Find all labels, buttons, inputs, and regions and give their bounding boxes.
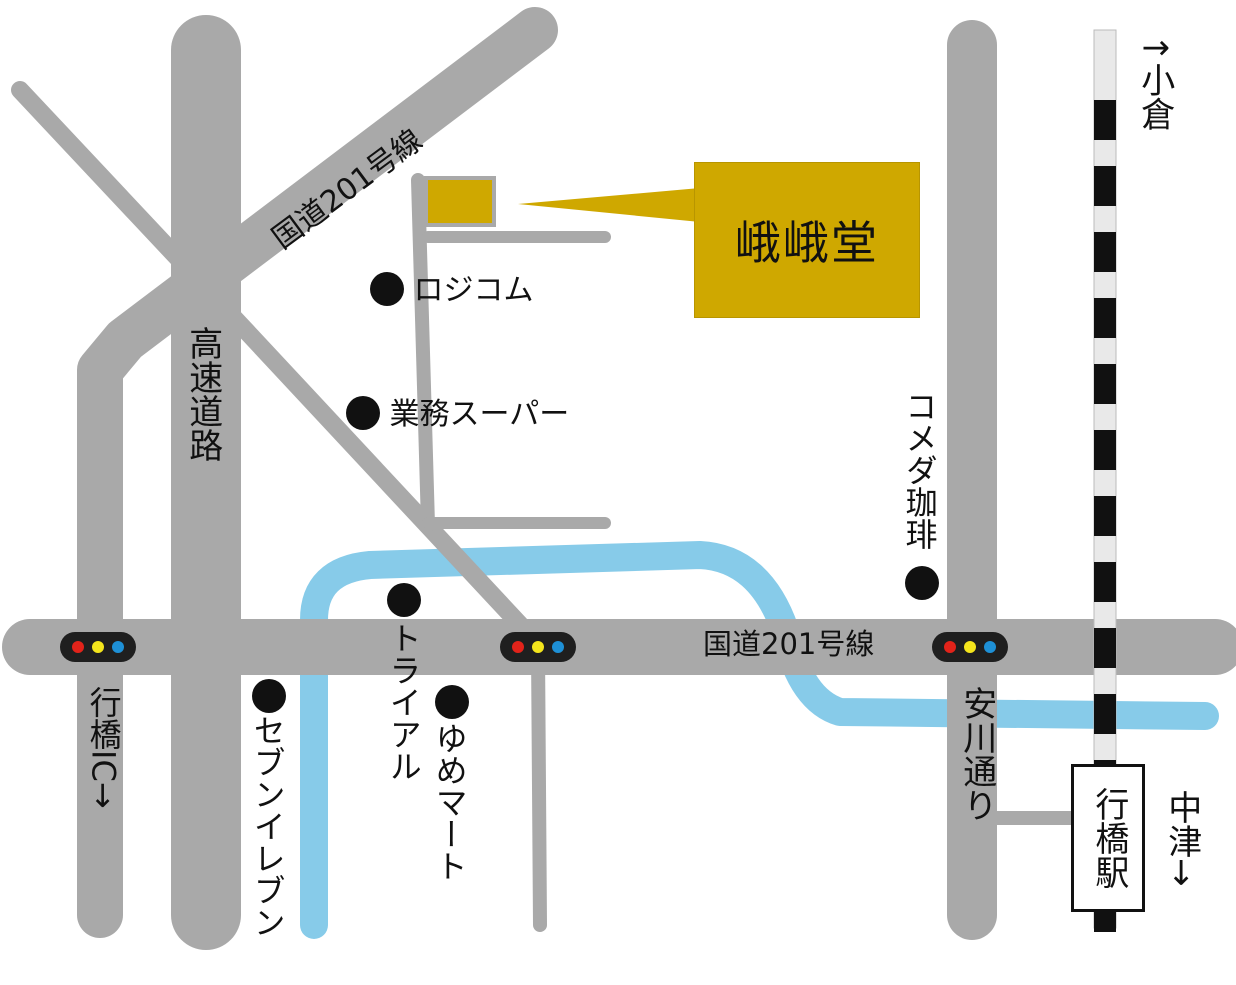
yumemart-label: ゆめマート [430, 722, 469, 882]
destination-name: 峨峨堂 [735, 216, 879, 270]
rail-tie [1094, 496, 1116, 536]
diagonal-road-left [11, 81, 534, 639]
rail-tie [1094, 166, 1116, 206]
yukuhashi-ic-label: 行橋IC→ [84, 686, 123, 809]
expressway-label: 高速道路 [182, 326, 223, 462]
traffic-signal-west [60, 632, 136, 662]
callout-pointer [518, 188, 700, 222]
logicom-label: ロジコム [413, 273, 534, 308]
kokura-direction-label: ↑小倉 [1134, 34, 1175, 131]
destination-callout: 峨峨堂 [694, 162, 920, 318]
trial-dot-icon [387, 583, 421, 617]
rail-tie [1094, 232, 1116, 272]
komeda-label: コメダ珈琲 [900, 390, 939, 550]
yasukawa-label: 安川通り [956, 686, 997, 822]
rail-tie [1094, 562, 1116, 602]
rail-tie [1094, 694, 1116, 734]
yumemart-dot-icon [435, 685, 469, 719]
station-box: 行橋駅 [1071, 764, 1145, 912]
rail-tie [1094, 100, 1116, 140]
rail-tie [1094, 628, 1116, 668]
logicom-landmark: ロジコム [370, 272, 534, 306]
rail-tie [1094, 364, 1116, 404]
gyomu-super-landmark: 業務スーパー [346, 396, 569, 430]
shop-dot-icon [370, 272, 404, 306]
roads [2, 7, 1236, 950]
trial-label: トライアル [384, 622, 423, 782]
seven-eleven-label: セブンイレブン [248, 714, 287, 938]
minor-road-south [531, 643, 547, 932]
traffic-signal-east [932, 632, 1008, 662]
nakatsu-direction-label: 中津→ [1161, 790, 1202, 887]
route201-lower-label: 国道201号線 [703, 627, 875, 661]
shop-dot-icon [346, 396, 380, 430]
seven-eleven-dot-icon [252, 679, 286, 713]
rail-tie [1094, 298, 1116, 338]
rail-tie [1094, 430, 1116, 470]
gyomu-super-label: 業務スーパー [389, 397, 570, 432]
access-road-vertical [411, 173, 435, 532]
komeda-dot-icon [905, 566, 939, 600]
station-name: 行橋駅 [1088, 787, 1129, 889]
traffic-signal-center [500, 632, 576, 662]
river [300, 541, 1219, 939]
railway [1093, 29, 1117, 932]
destination-building [424, 176, 496, 227]
